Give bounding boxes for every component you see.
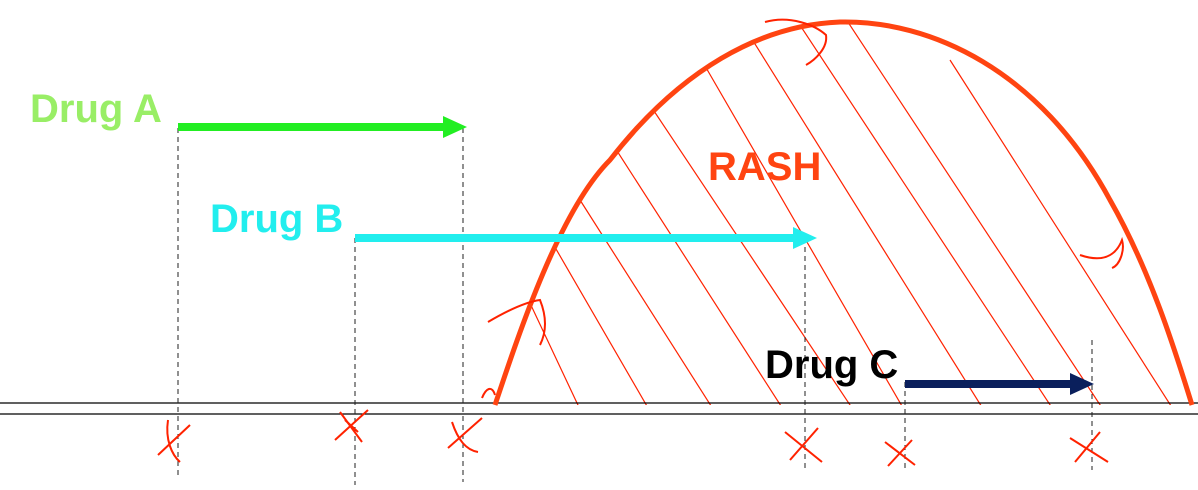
x-mark-drug-c-stop xyxy=(1069,431,1109,463)
guide-lines xyxy=(177,128,1093,485)
x-mark-drug-a-stop xyxy=(447,417,483,453)
drug-c-label: Drug C xyxy=(765,343,898,387)
drug-a-label: Drug A xyxy=(30,87,162,131)
drug-b-arrow xyxy=(355,227,817,249)
event-marks xyxy=(157,409,1109,467)
curve-annotations xyxy=(481,18,1124,399)
x-mark-rash-mid xyxy=(884,439,916,467)
baseline xyxy=(0,402,1198,415)
drug-a-arrow xyxy=(178,116,467,138)
rash-curve xyxy=(492,19,1195,406)
x-mark-drug-a-start xyxy=(157,419,191,463)
drug-b-label: Drug B xyxy=(210,197,343,241)
x-mark-drug-b-start xyxy=(334,409,369,443)
x-mark-drug-b-stop xyxy=(784,427,823,463)
rash-label: RASH xyxy=(708,145,821,189)
drug-c-arrow xyxy=(905,373,1094,395)
